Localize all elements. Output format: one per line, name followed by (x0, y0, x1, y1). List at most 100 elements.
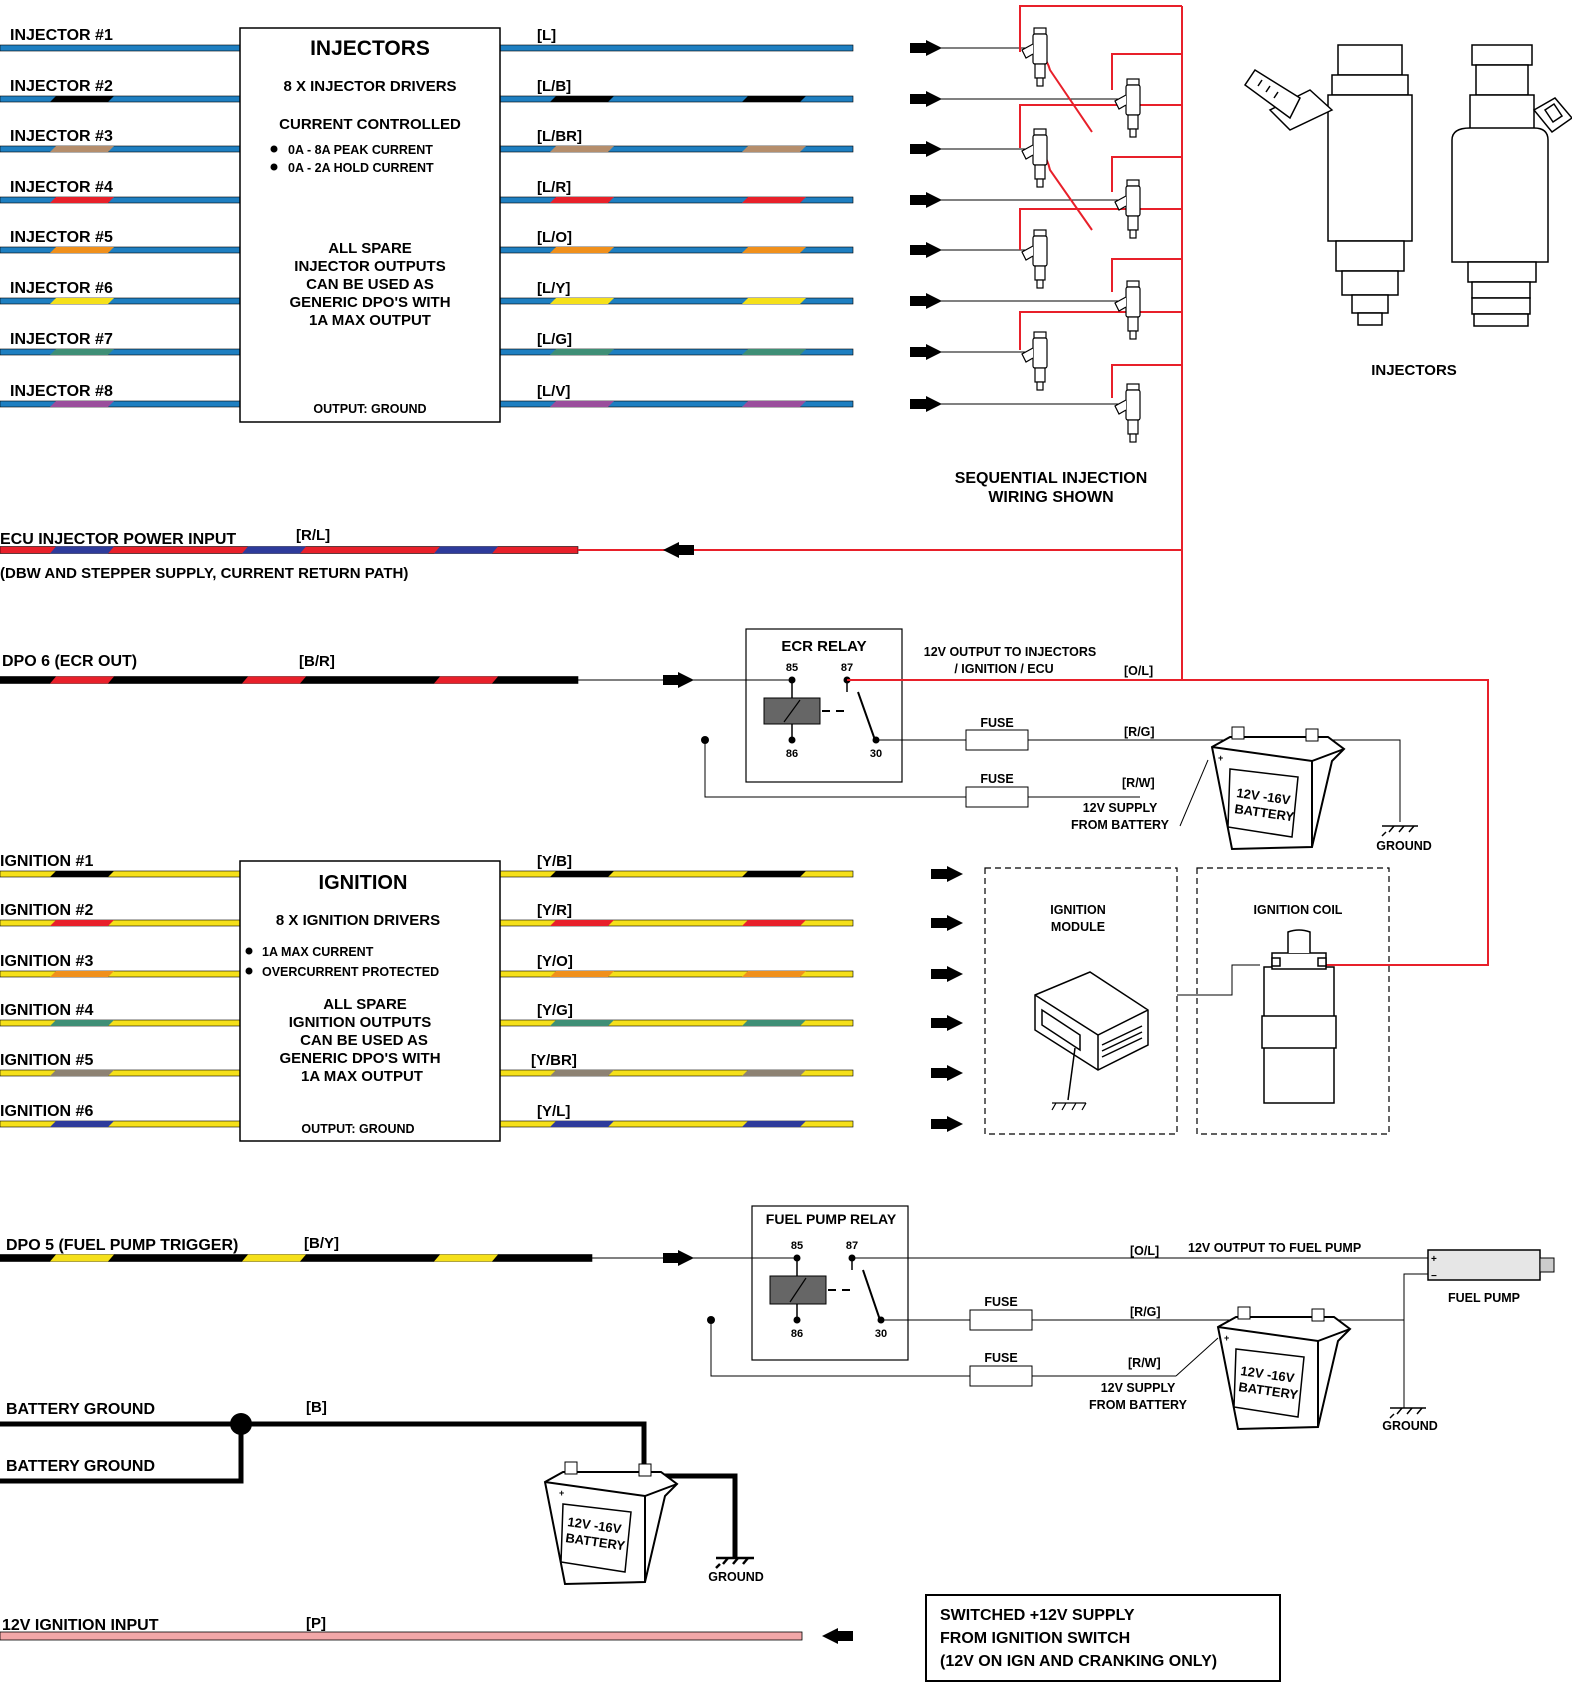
injectors-output: OUTPUT: GROUND (313, 402, 426, 416)
ignition-5-label: IGNITION #5 (0, 1052, 93, 1069)
ignition-4-wire-in-stripe (50, 1020, 114, 1026)
ignition-3-code: [Y/O] (537, 953, 573, 970)
ignition-coil-icon (1261, 929, 1337, 1104)
ignition-spare-1: ALL SPARE (323, 996, 407, 1013)
ignition-bullet-2: OVERCURRENT PROTECTED (262, 965, 439, 979)
ignition-5-wire-in-stripe (50, 1070, 114, 1076)
injectors-spare-3: CAN BE USED AS (306, 276, 434, 293)
ecr-relay-coil-icon (763, 676, 880, 744)
svg-text:+: + (1431, 1254, 1437, 1265)
power-input-code: [R/L] (296, 527, 330, 544)
fuel-trigger-wire-body-stripe (434, 1254, 498, 1262)
junction-icon (230, 1413, 252, 1435)
injector-5-wire-in (0, 246, 241, 254)
module-coil-link (1177, 964, 1260, 996)
ecr-wire-body-stripe (50, 676, 114, 684)
ignition-3-wire-in-stripe (50, 971, 114, 977)
ignition-2-wire-in-stripe (50, 920, 114, 926)
ignition-coil-label: IGNITION COIL (1254, 903, 1343, 917)
arrow-right-icon (931, 866, 963, 882)
injector-6-wire-in-stripe (50, 298, 114, 304)
fuel-fuse-1 (969, 1309, 1033, 1331)
fuel-pin-85: 85 (791, 1240, 803, 1252)
ignition-1-wire-out-stripe (550, 871, 614, 877)
ign-input-note-2: FROM IGNITION SWITCH (940, 1630, 1130, 1647)
ignition-2-wire-out-stripe (550, 920, 614, 926)
fuel-rg-code: [R/G] (1130, 1305, 1161, 1319)
arrow-right-icon (910, 293, 942, 309)
injector-3-wire-out-stripe (550, 146, 614, 152)
arrow-right-icon (910, 91, 942, 107)
ignition-3-wire-out-stripe (550, 971, 614, 977)
ignition-3-label: IGNITION #3 (0, 953, 93, 970)
sequential-note-2: WIRING SHOWN (988, 489, 1113, 506)
fuel-trigger-wire-body-stripe (242, 1254, 306, 1262)
injectors-spare-2: INJECTOR OUTPUTS (294, 258, 445, 275)
fuel-wire-label: DPO 5 (FUEL PUMP TRIGGER) (6, 1237, 238, 1254)
ecr-fuse-2-label: FUSE (980, 772, 1013, 786)
ignition-module-label-2: MODULE (1051, 920, 1105, 934)
ignition-2-code: [Y/R] (537, 902, 572, 919)
battery-ground-label-2: BATTERY GROUND (6, 1458, 155, 1475)
injector-1-wire-in (0, 44, 241, 52)
ignition-6-wire-in-stripe (50, 1121, 114, 1127)
injector-7-wire-in (0, 348, 241, 356)
battery-ground-ground-label: GROUND (708, 1570, 764, 1584)
ecr-wire (0, 676, 579, 684)
fuel-pin-30: 30 (875, 1328, 887, 1340)
ignition-4-wire-in (0, 1019, 241, 1027)
injector-7-code: [L/G] (537, 331, 572, 348)
ecr-wire-code: [B/R] (299, 653, 335, 670)
fuel-injector-icon (1021, 331, 1048, 391)
ground-icon (1389, 1407, 1426, 1419)
battery-icon: + 12V -16V BATTERY (1216, 1306, 1352, 1431)
injector-2-code: [L/B] (537, 78, 571, 95)
fuel-wire-code: [B/Y] (304, 1235, 339, 1252)
ecr-output-wire (847, 679, 1489, 966)
arrow-left-icon (663, 542, 694, 558)
battery-ground-wires (0, 1421, 738, 1558)
injector-2-wire-out-stripe (742, 96, 806, 102)
ecr-supply-1: 12V SUPPLY (1083, 801, 1158, 815)
ignition-output: OUTPUT: GROUND (301, 1122, 414, 1136)
arrow-right-icon (910, 242, 942, 258)
ignition-module-icon (1034, 971, 1149, 1111)
arrow-right-icon (910, 40, 942, 56)
ignition-spare-5: 1A MAX OUTPUT (301, 1068, 423, 1085)
arrow-right-icon (931, 915, 963, 931)
injector-2-label: INJECTOR #2 (10, 78, 113, 95)
ecr-relay-box (745, 628, 903, 783)
power-input-label: ECU INJECTOR POWER INPUT (0, 531, 236, 548)
ecr-ground-label: GROUND (1376, 839, 1432, 853)
battery-icon: + 12V -16V BATTERY (543, 1461, 679, 1586)
ign-input-note-1: SWITCHED +12V SUPPLY (940, 1607, 1135, 1624)
injector-1-label: INJECTOR #1 (10, 27, 113, 44)
injector-5-label: INJECTOR #5 (10, 229, 113, 246)
ecr-output-label-2: / IGNITION / ECU (954, 662, 1053, 676)
fuel-injector-icon (1021, 27, 1048, 87)
injector-8-wire-in-stripe (50, 401, 114, 407)
ecr-wire-label: DPO 6 (ECR OUT) (2, 653, 137, 670)
bullet-icon (245, 967, 253, 975)
arrow-right-icon (931, 1015, 963, 1031)
injector-3-label: INJECTOR #3 (10, 128, 113, 145)
ignition-1-wire-in-stripe (50, 871, 114, 877)
injectors-spare-4: GENERIC DPO'S WITH (289, 294, 450, 311)
fuel-rw-code: [R/W] (1128, 1356, 1161, 1370)
ignition-1-code: [Y/B] (537, 853, 572, 870)
injector-4-wire-in (0, 196, 241, 204)
battery-icon: + 12V -16V BATTERY (1210, 726, 1346, 851)
ignition-3-wire-in (0, 970, 241, 978)
ground-icon (1381, 825, 1418, 837)
ecr-relay-title: ECR RELAY (781, 638, 866, 655)
injector-3-wire-in-stripe (50, 146, 114, 152)
power-input-wire-body-stripe (50, 546, 114, 554)
injector-5-code: [L/O] (537, 229, 572, 246)
ign-input-label: 12V IGNITION INPUT (2, 1617, 159, 1634)
ecr-wire-body-stripe (242, 676, 306, 684)
fuel-injector-icon (1114, 280, 1141, 340)
injector-8-wire-out-stripe (742, 401, 806, 407)
ignition-6-wire-in (0, 1120, 241, 1128)
injector-7-wire-out-stripe (742, 349, 806, 355)
